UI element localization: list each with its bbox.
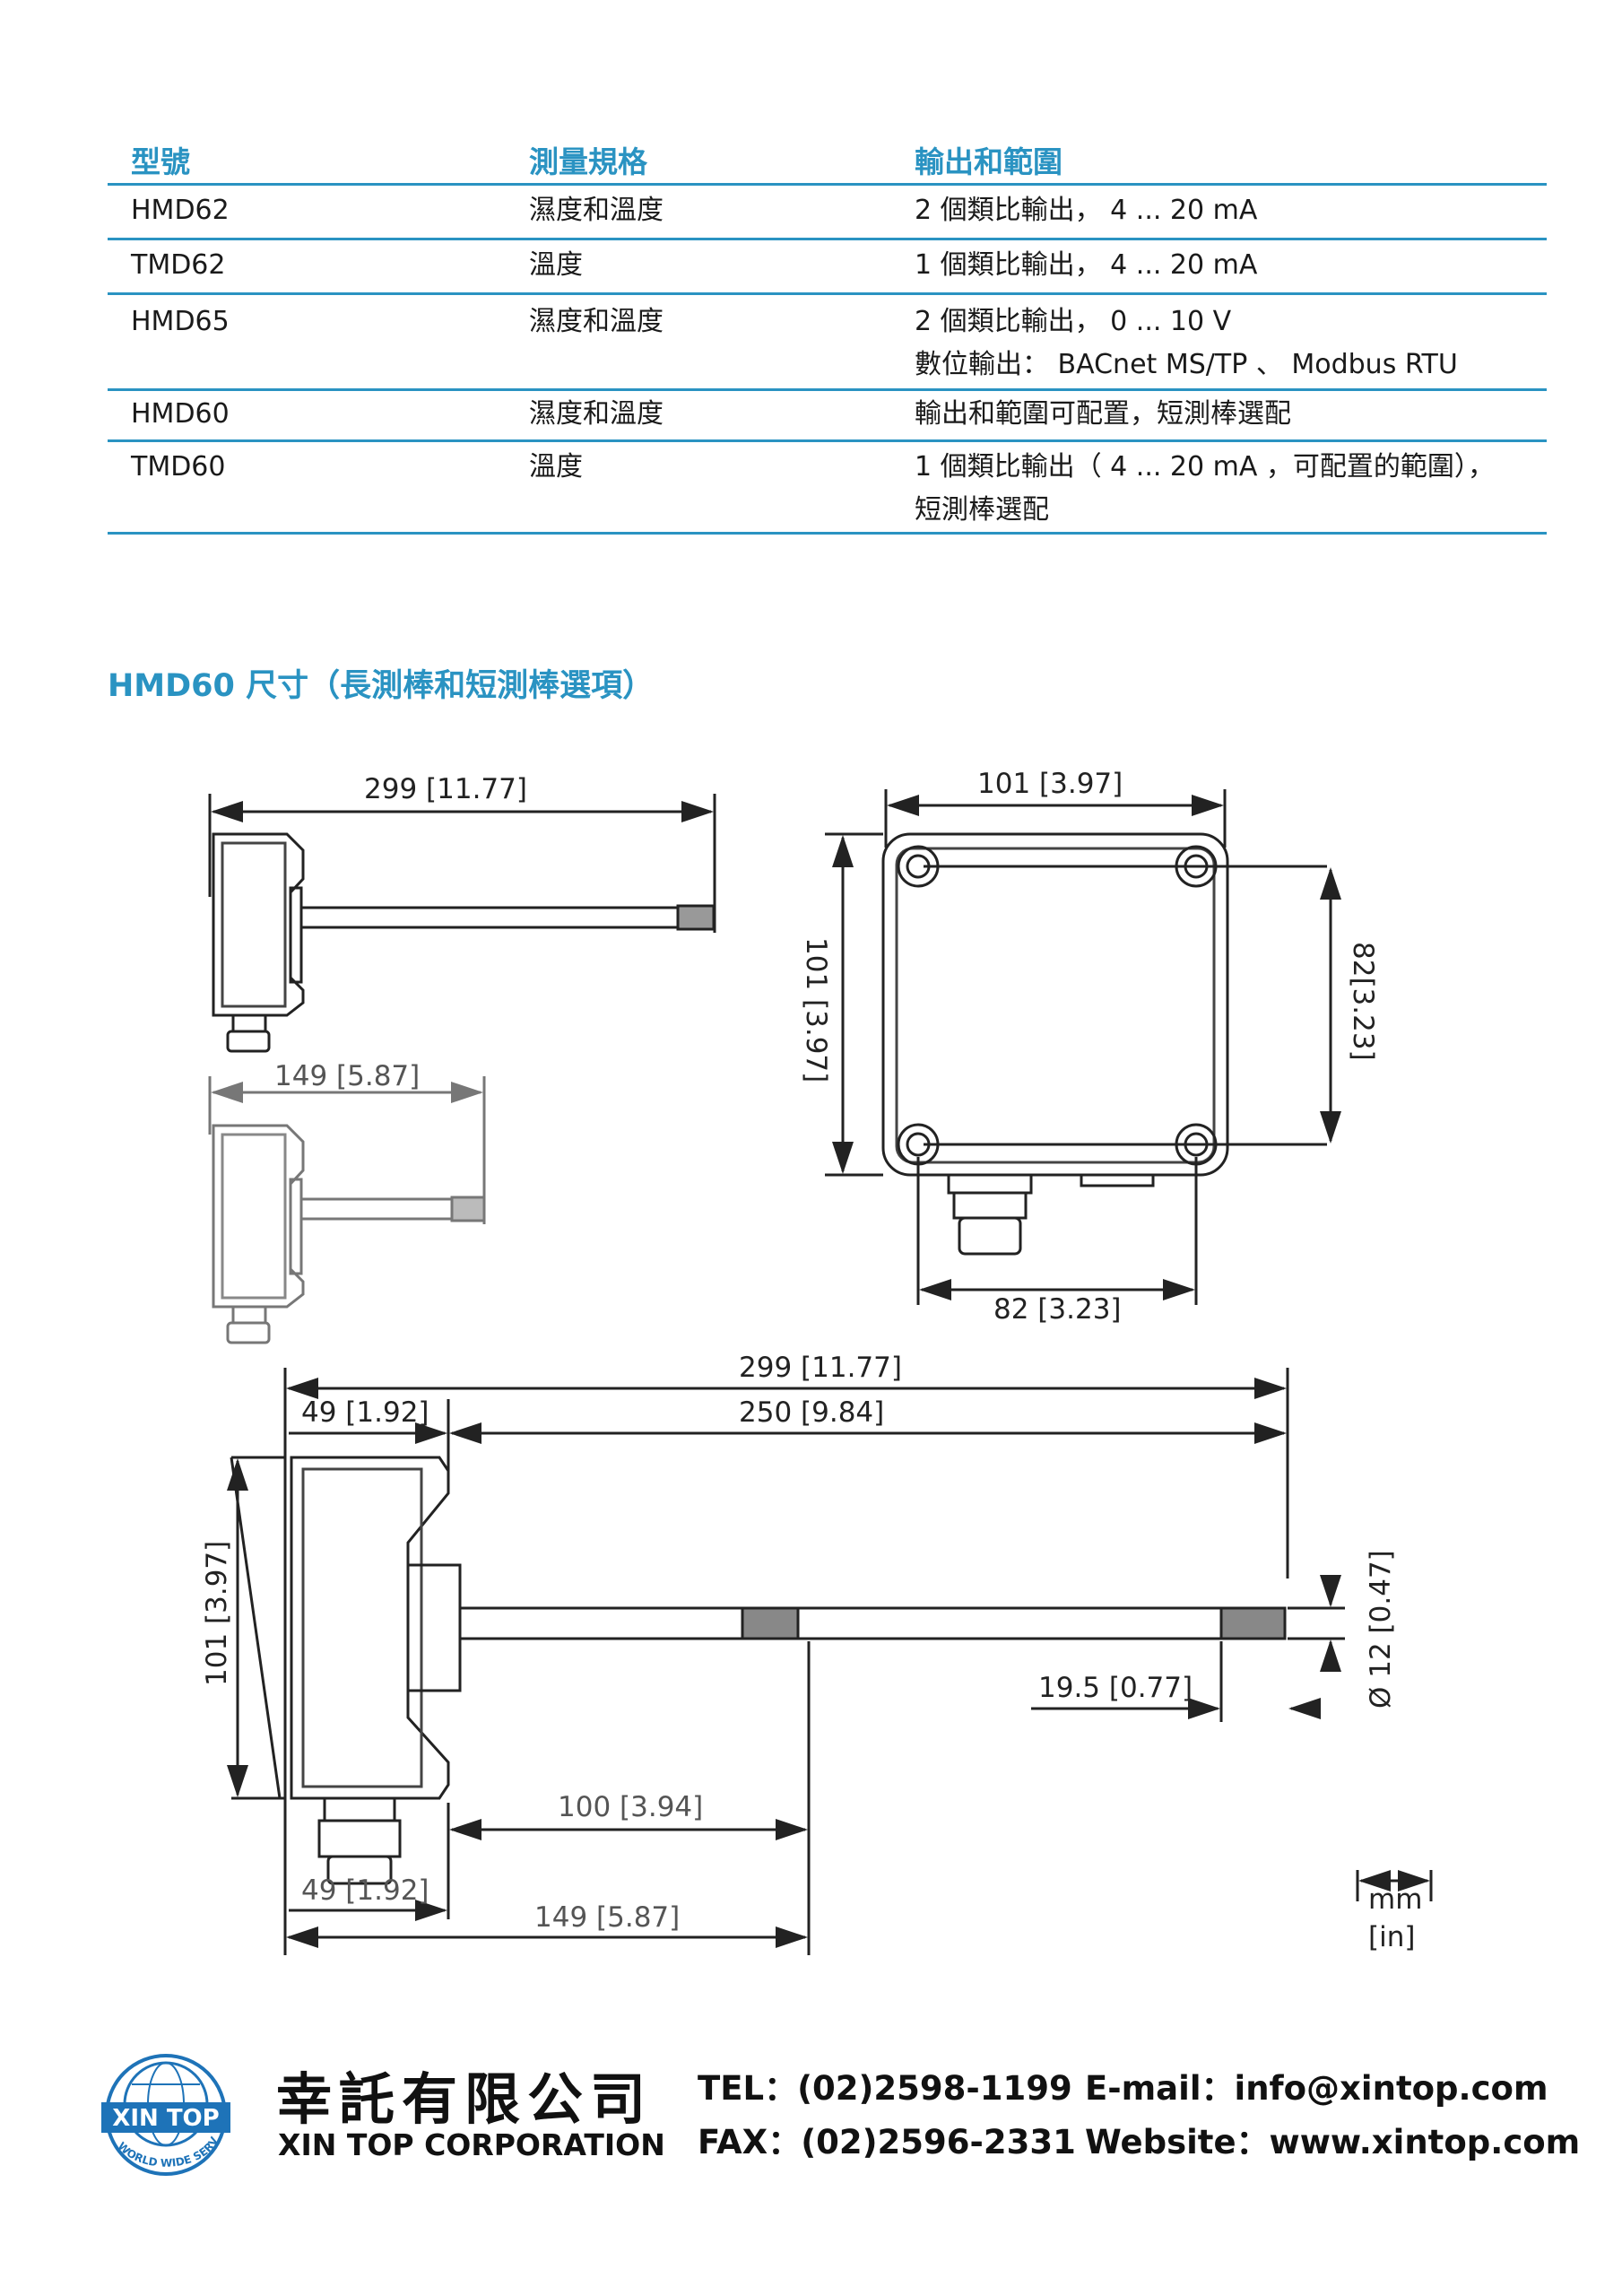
website: Website：www.xintop.com	[1085, 2123, 1581, 2161]
cell-measurement: 溫度	[529, 249, 583, 281]
short-probe-view	[208, 1076, 486, 1344]
cell-measurement: 濕度和溫度	[529, 398, 664, 430]
dim-bottom-short: 149 [5.87]	[534, 1901, 680, 1934]
dim-short-offset: 100 [3.94]	[558, 1791, 703, 1823]
cell-output: 1 個類比輸出， 4 ... 20 mA	[915, 249, 1258, 281]
cell-model: HMD65	[131, 306, 230, 337]
cell-measurement: 濕度和溫度	[529, 306, 664, 337]
company-name-cn: 幸託有限公司	[276, 2066, 654, 2132]
unit-in: [in]	[1368, 1921, 1415, 1953]
email: E-mail：info@xintop.com	[1085, 2069, 1548, 2108]
side-view	[227, 1368, 1433, 1955]
dim-inner-width: 82 [3.23]	[993, 1293, 1122, 1326]
table-row: HMD65 濕度和溫度 2 個類比輸出， 0 ... 10 V 數位輸出： BA…	[108, 295, 1547, 391]
footer: XIN TOP WORLD WIDE SERVICE 幸託有限公司 XIN TO…	[0, 2027, 1622, 2188]
dim-probe-length: 250 [9.84]	[739, 1396, 884, 1429]
dim-box-width: 101 [3.97]	[977, 768, 1123, 800]
cell-output: 2 個類比輸出， 0 ... 10 V 數位輸出： BACnet MS/TP 、…	[915, 306, 1458, 380]
spec-table: 型號 測量規格 輸出和範圍 HMD62 濕度和溫度 2 個類比輸出， 4 ...…	[108, 126, 1547, 535]
fax: FAX：(02)2596-2331	[698, 2123, 1076, 2161]
dim-diameter: Ø 12 [0.47]	[1365, 1550, 1397, 1709]
dim-short-probe-length: 149 [5.87]	[274, 1060, 420, 1092]
tel: TEL：(02)2598-1199	[698, 2069, 1072, 2108]
dim-box-height: 101 [3.97]	[800, 937, 832, 1083]
dim-bottom-housing: 49 [1.92]	[301, 1874, 429, 1907]
xintop-logo: XIN TOP WORLD WIDE SERVICE	[85, 2050, 230, 2176]
dim-side-height: 101 [3.97]	[201, 1541, 233, 1686]
table-row: HMD60 濕度和溫度 輸出和範圍可配置，短測棒選配	[108, 391, 1547, 442]
long-probe-view	[208, 794, 716, 1053]
header-output: 輸出和範圍	[915, 144, 1063, 179]
table-header: 型號 測量規格 輸出和範圍	[108, 126, 1547, 186]
cell-model: HMD60	[131, 398, 230, 430]
dim-tip-length: 19.5 [0.77]	[1038, 1672, 1193, 1704]
cell-output: 1 個類比輸出（ 4 ... 20 mA ，可配置的範圍）， 短測棒選配	[915, 451, 1495, 526]
section-title: HMD60 尺寸（長測棒和短測棒選項）	[108, 668, 655, 704]
cell-measurement: 濕度和溫度	[529, 195, 664, 226]
table-row: TMD60 溫度 1 個類比輸出（ 4 ... 20 mA ，可配置的範圍）， …	[108, 442, 1547, 535]
unit-mm: mm	[1368, 1883, 1422, 1916]
dim-inner-height: 82[3.23]	[1347, 942, 1379, 1061]
dim-long-probe-length: 299 [11.77]	[364, 773, 527, 805]
front-view	[825, 789, 1341, 1305]
dim-housing-depth: 49 [1.92]	[301, 1396, 429, 1429]
header-model: 型號	[131, 144, 190, 179]
company-name-en: XIN TOP CORPORATION	[278, 2127, 665, 2162]
table-row: HMD62 濕度和溫度 2 個類比輸出， 4 ... 20 mA	[108, 186, 1547, 240]
table-row: TMD62 溫度 1 個類比輸出， 4 ... 20 mA	[108, 240, 1547, 295]
cell-measurement: 溫度	[529, 451, 583, 483]
logo-text-top: XIN TOP	[112, 2105, 219, 2132]
cell-output: 輸出和範圍可配置，短測棒選配	[915, 398, 1291, 430]
cell-output: 2 個類比輸出， 4 ... 20 mA	[915, 195, 1258, 226]
cell-model: TMD60	[131, 451, 226, 483]
cell-model: TMD62	[131, 249, 226, 281]
dim-total-length: 299 [11.77]	[739, 1352, 902, 1384]
cell-model: HMD62	[131, 195, 230, 226]
header-measurement: 測量規格	[529, 144, 647, 179]
